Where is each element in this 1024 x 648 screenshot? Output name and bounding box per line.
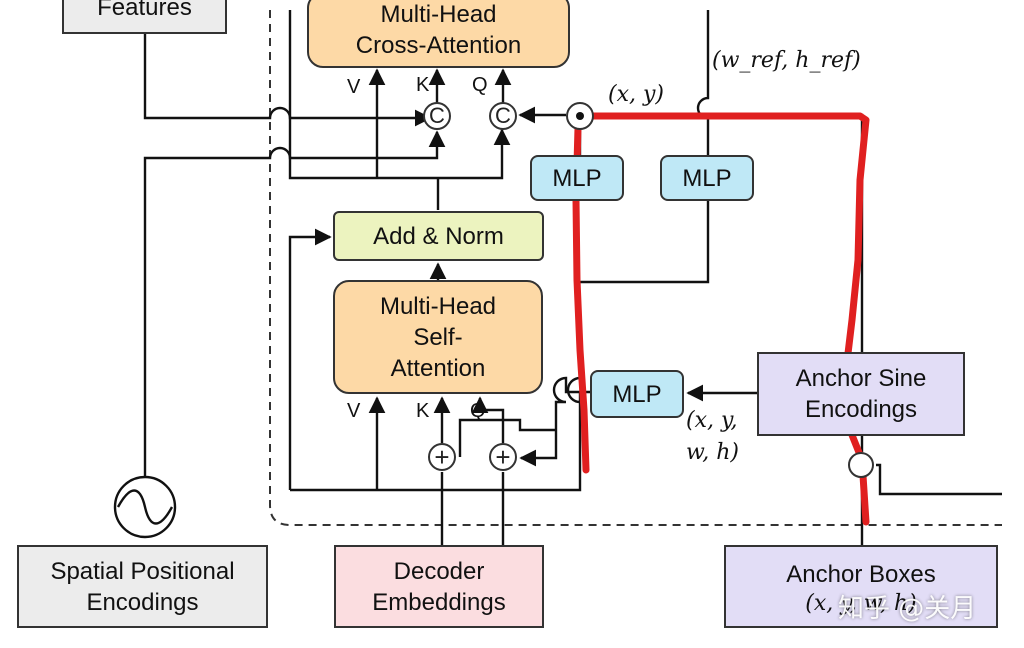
decoder-embeddings-box: Decoder Embeddings: [334, 545, 544, 628]
plus-node-k: +: [428, 442, 456, 472]
dot-node-xy: [566, 102, 594, 130]
self-k-label: K: [416, 400, 430, 422]
wh-ref-label: (w_ref, h_ref): [712, 48, 861, 73]
anchor-boxes-coords: (x, y, w, h): [805, 591, 917, 616]
plus-node-q: +: [489, 442, 517, 472]
cross-q-label: Q: [472, 74, 488, 96]
mlp-query-box: MLP: [590, 370, 684, 418]
decoder-layer-border: [269, 10, 1002, 526]
watermark: 知乎 @关月: [838, 594, 977, 624]
sine-wave-icon: [113, 475, 177, 539]
concat-node-k: C: [423, 102, 451, 130]
anchor-boxes-box: Anchor Boxes (x, y, w, h): [724, 545, 998, 628]
features-box: Features: [62, 0, 227, 34]
anchor-sine-node: [848, 452, 874, 478]
xywh-label-line1: (x, y,: [686, 408, 738, 433]
self-q-label: Q: [470, 400, 486, 422]
self-v-label: V: [347, 400, 361, 422]
add-norm-box: Add & Norm: [333, 211, 544, 261]
mlp-xy-box: MLP: [530, 155, 624, 201]
concat-node-q: C: [489, 102, 517, 130]
self-attention-box: Multi-Head Self- Attention: [333, 280, 543, 394]
cross-v-label: V: [347, 76, 361, 98]
anchor-sine-encodings-box: Anchor Sine Encodings: [757, 352, 965, 436]
mlp-ref-box: MLP: [660, 155, 754, 201]
cross-attention-box: Multi-Head Cross-Attention: [307, 0, 570, 68]
xy-label: (x, y): [608, 82, 664, 107]
xywh-label-line2: w, h): [686, 440, 739, 465]
connector-lines: [143, 10, 1002, 545]
cross-k-label: K: [416, 74, 430, 96]
spatial-positional-encodings-box: Spatial Positional Encodings: [17, 545, 268, 628]
